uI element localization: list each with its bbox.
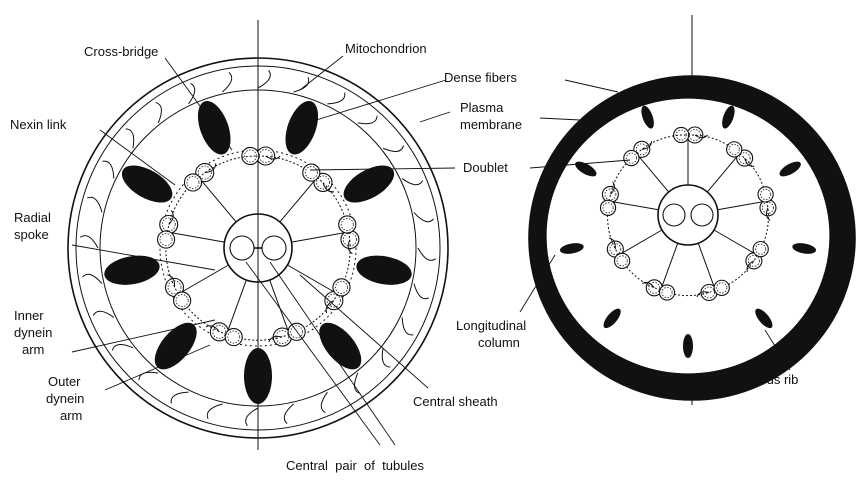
crista	[418, 248, 436, 260]
label-outer-dynein-line3: arm	[60, 408, 82, 423]
crista	[414, 212, 434, 221]
radial-spoke	[227, 280, 247, 335]
crista	[93, 311, 114, 317]
label-doublet: Doublet	[463, 160, 508, 175]
label-outer-dynein-line2: dynein	[46, 391, 84, 406]
crista	[383, 146, 403, 152]
crista	[156, 102, 162, 122]
label-inner-dynein-line3: arm	[22, 342, 44, 357]
central-tubule-right-b	[691, 204, 713, 226]
central-tubule-right-a	[663, 204, 685, 226]
crista	[222, 72, 231, 92]
leader-dense-fibers-left	[300, 80, 446, 125]
crista	[284, 404, 293, 424]
label-radial-spoke-line1: Radial	[14, 210, 51, 225]
leader-cross-bridge	[165, 58, 232, 150]
dense-fiber	[102, 252, 162, 289]
central-tubule-b	[262, 236, 286, 260]
dense-fiber	[244, 348, 272, 404]
label-radial-spoke-line2: spoke	[14, 227, 49, 242]
crista	[87, 197, 102, 212]
crista	[321, 392, 327, 413]
radial-spoke	[167, 232, 224, 242]
leader-plasma-membrane-right	[540, 118, 580, 120]
crista	[207, 404, 222, 419]
radial-spoke	[280, 178, 317, 222]
dense-fiber	[338, 158, 400, 210]
crista	[246, 408, 258, 426]
crista	[327, 93, 344, 104]
label-longitudinal-column-line1: Longitudinal	[456, 318, 526, 333]
dense-fiber	[116, 158, 178, 210]
label-central-pair: Central pair of tubules	[286, 458, 425, 473]
label-outer-dynein-line1: Outer	[48, 374, 81, 389]
label-nexin-link: Nexin link	[10, 117, 67, 132]
label-cross-bridge: Cross-bridge	[84, 44, 158, 59]
label-inner-dynein-line2: dynein	[14, 325, 52, 340]
crista	[103, 161, 114, 178]
crista	[139, 372, 158, 380]
label-plasma-membrane-line2: membrane	[460, 117, 522, 132]
dense-fiber	[279, 97, 324, 159]
dense-fiber	[354, 252, 414, 289]
central-tubule-a	[230, 236, 254, 260]
label-longitudinal-column-line2: column	[478, 335, 520, 350]
leader-dense-fibers-right	[565, 80, 618, 92]
crista	[402, 317, 413, 334]
crista	[112, 345, 132, 351]
leader-central-sheath	[300, 275, 428, 388]
crista	[358, 116, 377, 124]
crista	[189, 83, 195, 104]
crista	[414, 284, 429, 299]
crista	[80, 236, 98, 248]
crista	[402, 179, 423, 185]
radial-spoke	[291, 232, 348, 242]
dense-fiber	[683, 334, 693, 358]
label-mitochondrion: Mitochondrion	[345, 41, 427, 56]
crista	[82, 274, 102, 283]
crista	[126, 129, 134, 148]
leader-plasma-membrane-left	[420, 112, 450, 122]
radial-spoke	[199, 178, 236, 222]
label-dense-fibers: Dense fibers	[444, 70, 517, 85]
crista	[258, 70, 270, 88]
radial-spoke	[178, 265, 228, 294]
right-cross-section	[529, 76, 855, 400]
dense-fiber	[312, 316, 369, 377]
label-fibrous-rib: Fibrous rib	[737, 372, 798, 387]
label-central-sheath: Central sheath	[413, 394, 498, 409]
dense-fiber	[191, 97, 236, 159]
label-inner-dynein-line1: Inner	[14, 308, 44, 323]
crista	[171, 392, 188, 403]
label-plasma-membrane-line1: Plasma	[460, 100, 504, 115]
radial-spoke	[287, 265, 337, 294]
